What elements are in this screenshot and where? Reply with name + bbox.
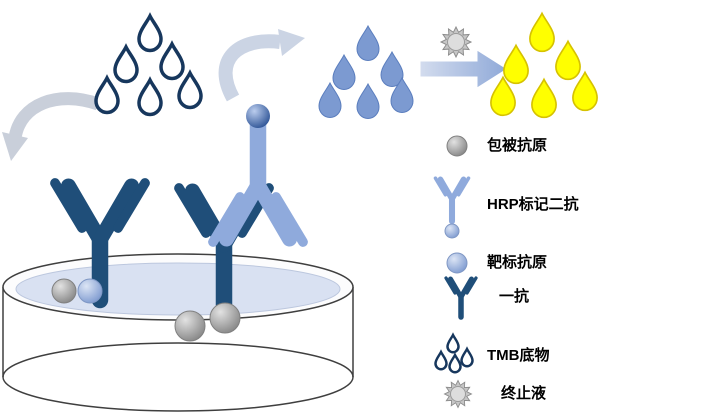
legend-hrp-ball-icon: [444, 223, 460, 239]
coating-antigen-icon: [51, 278, 77, 304]
primary-antibody-left: [52, 183, 145, 303]
starburst-core: [447, 33, 465, 51]
legend-primary-antibody-icon: [446, 278, 476, 317]
droplet-icon: [332, 54, 356, 90]
legend-icons: [434, 135, 477, 408]
droplet-icon: [503, 44, 529, 85]
droplet-icon: [177, 71, 203, 110]
legend-label-tmb-substrate: TMB底物: [487, 347, 550, 364]
legend-label-stop-solution: 终止液: [501, 385, 547, 402]
droplet-icon: [529, 12, 555, 53]
hrp-secondary-antibody-icon: [213, 125, 303, 242]
droplet-icon: [356, 83, 380, 119]
droplet-icon: [434, 350, 448, 371]
droplet-icon: [572, 71, 598, 112]
droplet-icon: [318, 82, 342, 118]
sandwich-complex: [174, 104, 303, 342]
droplet-icon: [555, 40, 581, 81]
substrate-add-arrow-shaft: [218, 34, 281, 102]
wash-arrow-left-head: [2, 132, 28, 161]
well-bottom: [2, 342, 354, 412]
droplet-icon: [448, 353, 462, 374]
legend-coating-antigen-icon: [446, 135, 468, 157]
legend-label-hrp-secondary-antibody: HRP标记二抗: [487, 196, 579, 213]
legend-hrp-secondary-antibody-icon: [436, 178, 469, 221]
legend-label-coating-antigen: 包被抗原: [487, 137, 548, 154]
reaction-arrow-right: [419, 49, 508, 89]
droplet-icon: [137, 14, 163, 53]
coating-antigen-icon: [209, 302, 241, 334]
substrate-droplets-blue: [318, 25, 414, 119]
stop-solution-starburst-top: [440, 26, 472, 58]
droplet-icon: [460, 347, 474, 368]
target-antigen-icon: [77, 278, 103, 304]
coating-antigen-icon: [174, 310, 206, 342]
legend-tmb-droplets-icon: [434, 333, 474, 374]
droplet-icon: [356, 25, 380, 62]
legend-target-antigen-icon: [446, 252, 468, 274]
droplet-icon: [446, 333, 460, 354]
tmb-substrate-droplets-dark: [94, 14, 203, 117]
legend-label-target-antigen: 靶标抗原: [487, 254, 548, 271]
substrate-add-arrow: [218, 29, 305, 102]
legend-label-primary-antibody: 一抗: [499, 288, 530, 305]
product-droplets-yellow: [490, 12, 598, 119]
hrp-enzyme-ball: [246, 104, 270, 128]
substrate-add-arrow-head: [278, 29, 305, 56]
wash-arrow-left: [2, 92, 101, 161]
droplet-icon: [531, 78, 557, 119]
droplet-icon: [94, 76, 120, 115]
droplet-icon: [159, 42, 185, 81]
legend-stop-solution-icon: [444, 380, 472, 408]
droplet-icon: [113, 45, 139, 84]
wash-arrow-left-shaft: [8, 92, 101, 140]
droplet-icon: [137, 78, 163, 117]
starburst-core: [450, 386, 466, 402]
